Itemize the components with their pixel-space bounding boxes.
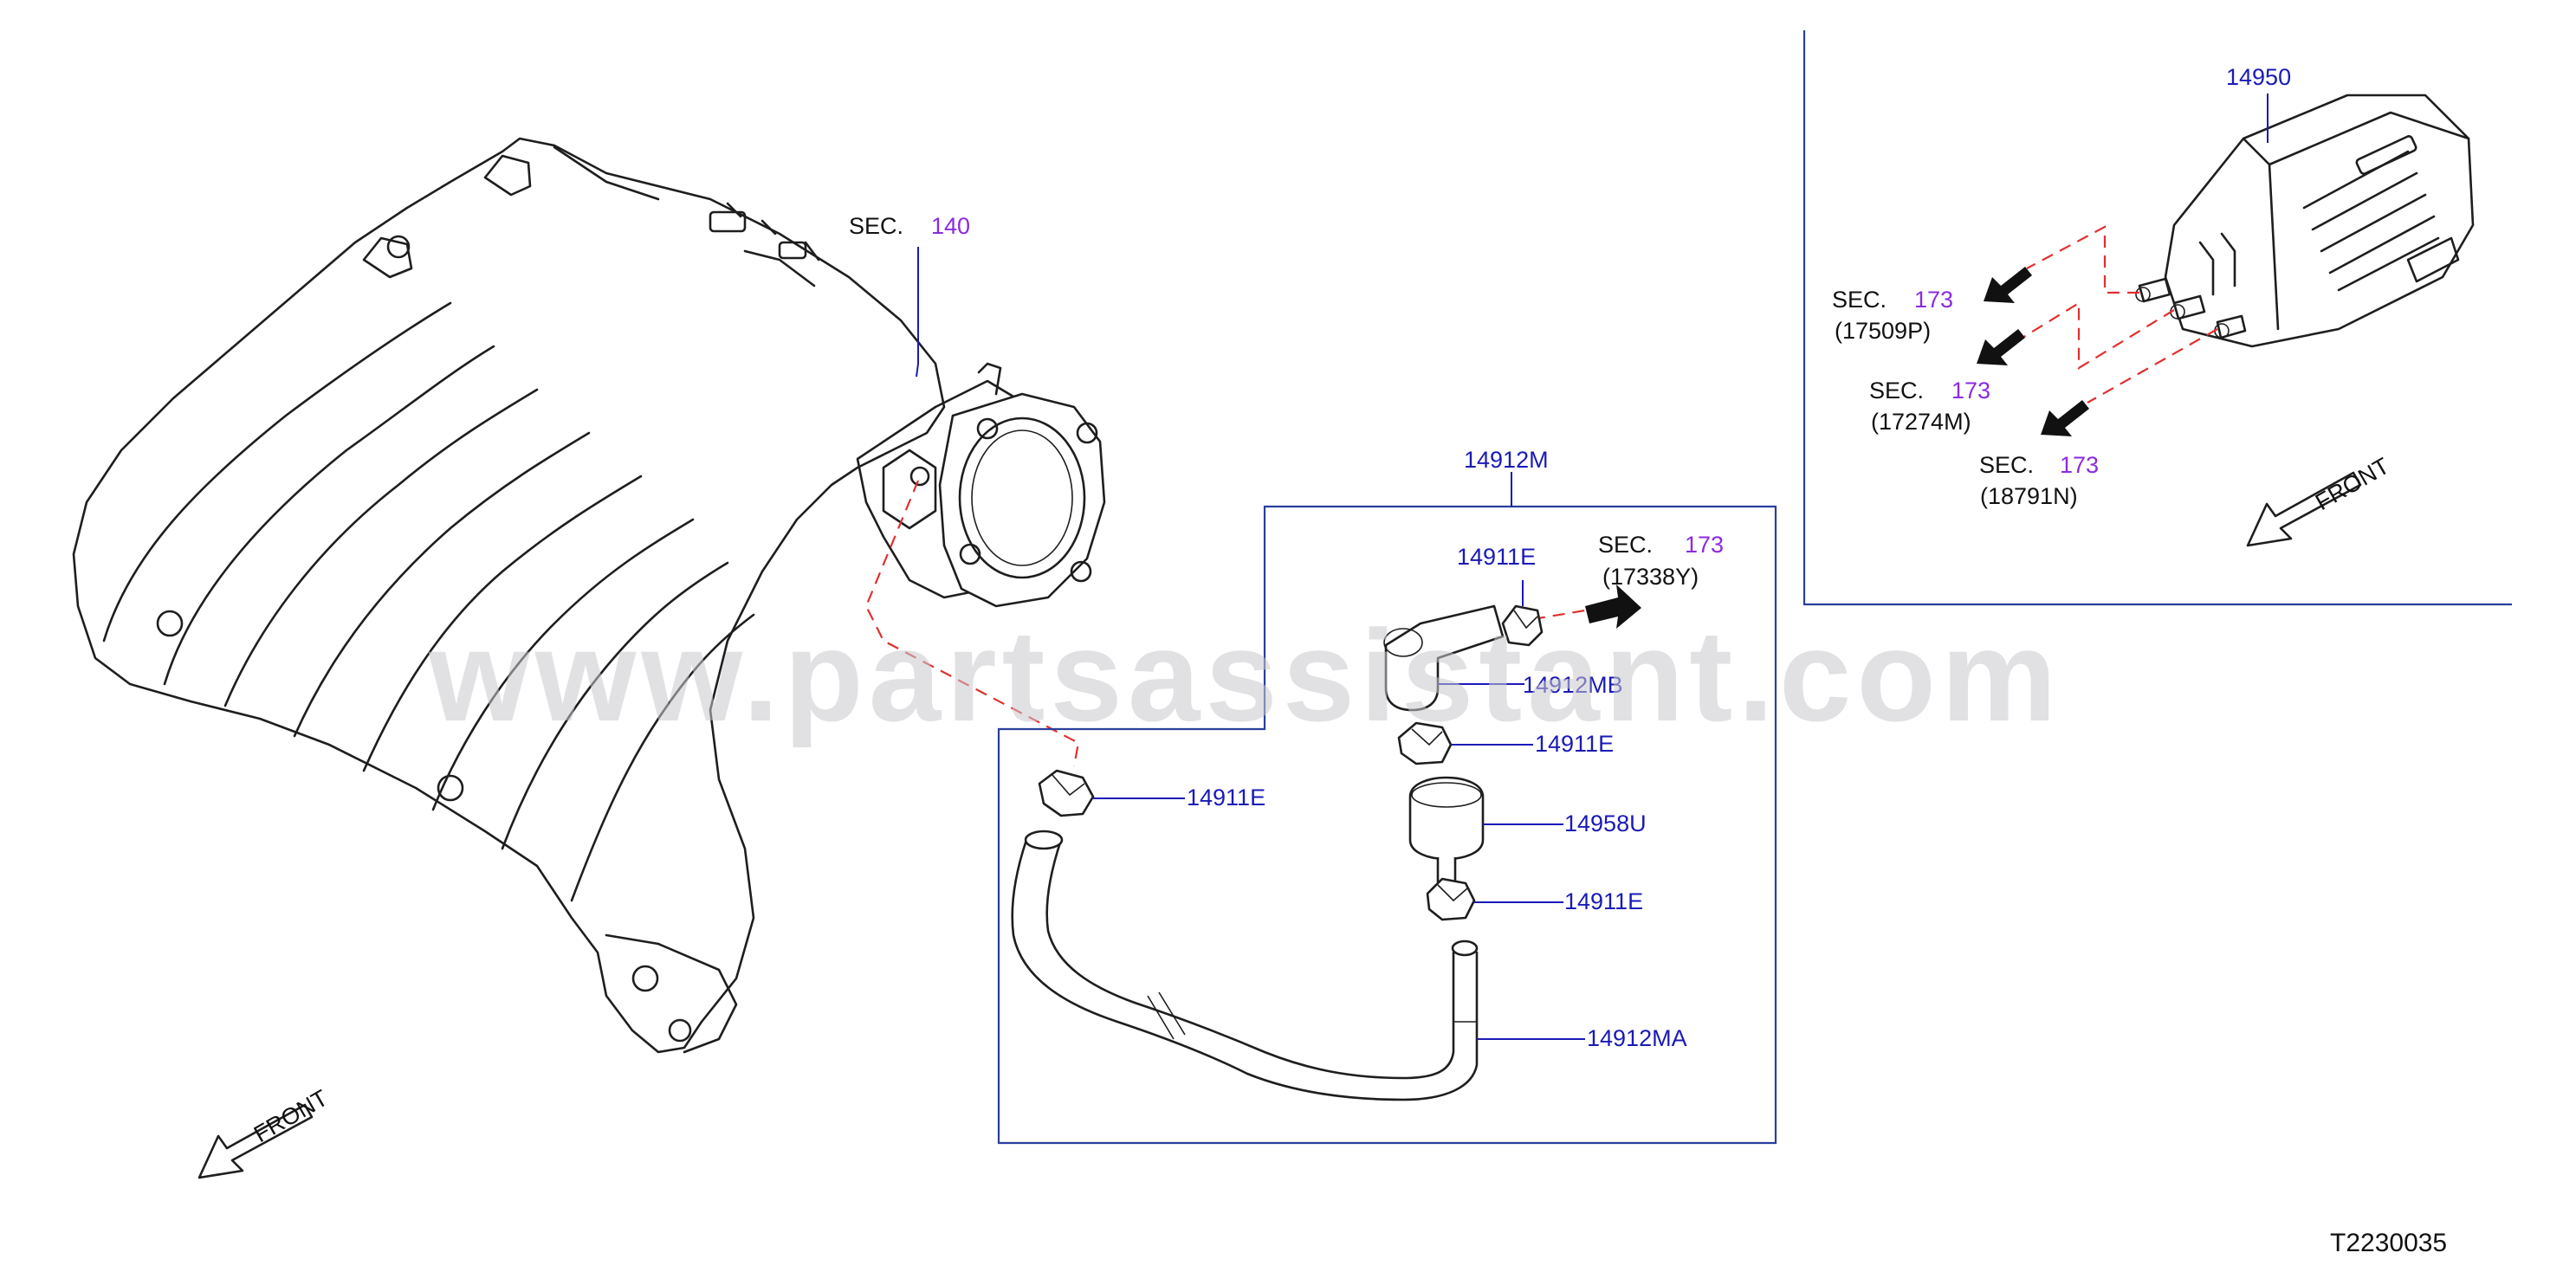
part-14950[interactable]: 14950	[2226, 64, 2291, 90]
sec-173-number-right[interactable]: 173	[1685, 532, 1724, 558]
connection-line-manifold	[864, 480, 1080, 767]
direction-arrow-canister-a	[1984, 267, 2032, 303]
direction-arrow-canister-b	[1977, 329, 2025, 365]
clamp-left	[1038, 769, 1095, 817]
part-14911e-lower[interactable]: 14911E	[1564, 888, 1643, 914]
sec-173-code-c: (18791N)	[1980, 483, 2078, 509]
throttle-body	[856, 362, 1106, 608]
part-14911e-left[interactable]: 14911E	[1187, 785, 1265, 810]
sec-173-number-a[interactable]: 173	[1914, 287, 1953, 313]
part-14912mb[interactable]: 14912MB	[1523, 672, 1623, 698]
clamp-top	[1501, 604, 1544, 647]
clamp-lower	[1426, 877, 1476, 921]
sec-140-prefix: SEC.	[849, 213, 903, 239]
direction-arrow-right	[1585, 584, 1641, 629]
diagram-code: T2230035	[2330, 1229, 2447, 1257]
part-14912m[interactable]: 14912M	[1464, 447, 1549, 473]
intake-manifold	[72, 137, 946, 1054]
front-label-right: FRONT	[2311, 453, 2394, 515]
sec-173-prefix-c: SEC.	[1979, 452, 2034, 478]
part-14912ma[interactable]: 14912MA	[1587, 1025, 1687, 1051]
hose-elbow	[1383, 604, 1505, 712]
hose-main	[1011, 830, 1479, 1101]
sec-173-prefix-a: SEC.	[1832, 287, 1887, 313]
sec-140-number[interactable]: 140	[931, 213, 970, 239]
connection-line-right	[1532, 609, 1586, 621]
sec-173-number-c[interactable]: 173	[2060, 452, 2099, 478]
sec-173-prefix-b: SEC.	[1869, 378, 1924, 404]
part-14958u[interactable]: 14958U	[1564, 810, 1647, 836]
front-arrow-right	[2246, 471, 2362, 547]
part-14911e-top[interactable]: 14911E	[1457, 544, 1536, 570]
connection-line-canister-a	[2026, 225, 2139, 294]
front-arrow-left	[197, 1103, 314, 1179]
front-label-left: FRONT	[249, 1085, 333, 1147]
connection-line-canister-b	[2022, 301, 2175, 370]
direction-arrow-canister-c	[2041, 400, 2089, 436]
hose-assembly-frame	[997, 505, 1777, 1145]
sec-173-number-b[interactable]: 173	[1951, 378, 1990, 404]
check-valve	[1408, 776, 1485, 888]
sec-173-code-right: (17338Y)	[1602, 564, 1699, 590]
sec-173-code-b: (17274M)	[1871, 409, 1971, 435]
clamp-mid	[1397, 721, 1453, 765]
watermark: www.partsassistant.com	[428, 603, 2061, 748]
canister-panel-frame	[1803, 30, 2512, 606]
sec-173-code-a: (17509P)	[1835, 318, 1931, 344]
part-14911e-mid[interactable]: 14911E	[1535, 731, 1614, 757]
connection-line-canister-c	[2087, 328, 2218, 404]
sec-140-leader	[916, 247, 919, 378]
evap-canister	[2135, 94, 2475, 348]
sec-173-prefix-right: SEC.	[1598, 532, 1653, 558]
